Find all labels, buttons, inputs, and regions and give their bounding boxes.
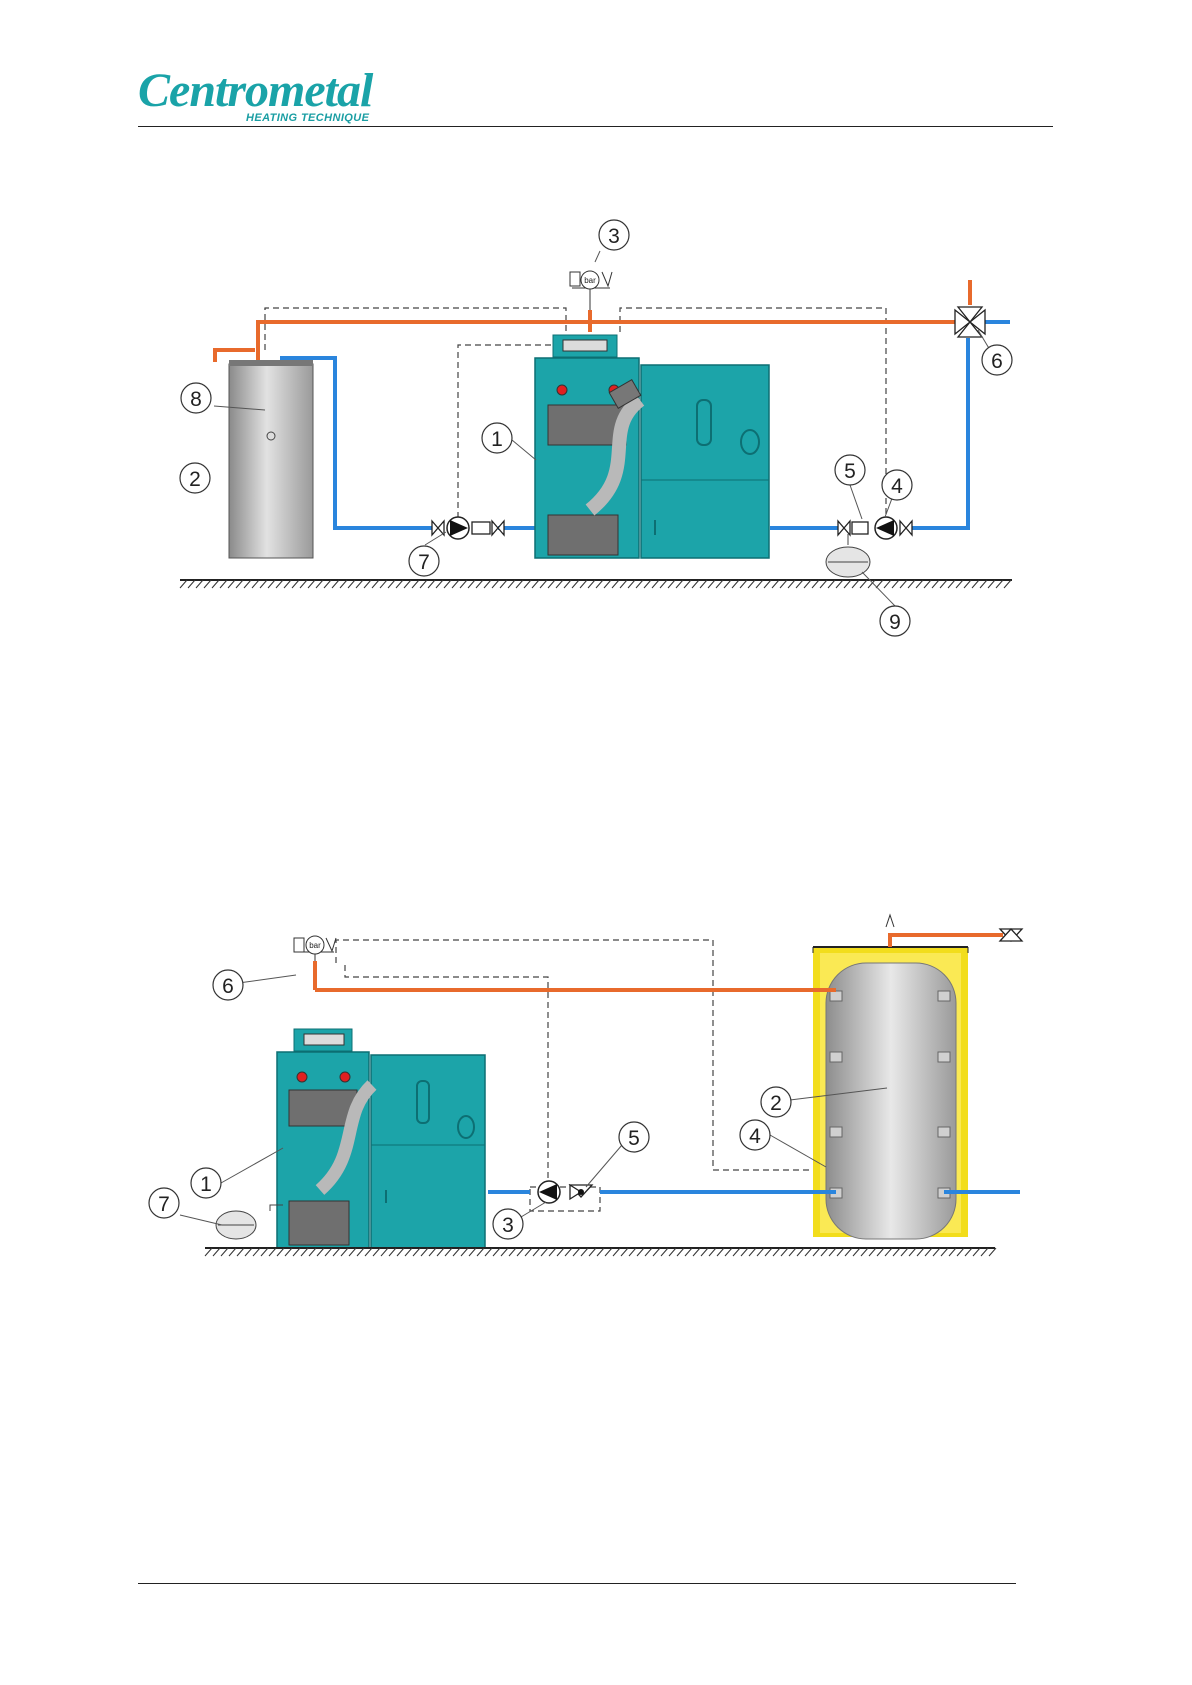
svg-text:4: 4 [749, 1125, 761, 1148]
callout-6: 6 [982, 345, 1012, 375]
diagram-boiler-with-water-heater: bar 1 2 3 4 5 6 7 8 9 [0, 210, 1192, 650]
svg-text:4: 4 [891, 475, 903, 498]
callout-1: 1 [191, 1168, 221, 1198]
svg-text:9: 9 [889, 611, 901, 634]
callout-7: 7 [409, 546, 439, 576]
svg-text:7: 7 [418, 551, 430, 574]
svg-text:8: 8 [190, 388, 202, 411]
callout-9: 9 [880, 606, 910, 636]
svg-text:5: 5 [628, 1127, 640, 1150]
svg-text:3: 3 [608, 225, 620, 248]
floor [180, 580, 1012, 588]
mixing-valve [955, 307, 985, 337]
expansion-vessel [826, 534, 870, 577]
water-heater-tank [229, 360, 313, 558]
svg-text:6: 6 [991, 350, 1003, 373]
footer-divider [138, 1583, 1016, 1584]
air-vent-and-valve [886, 915, 1022, 941]
callout-8: 8 [181, 383, 211, 413]
header-divider [138, 126, 1053, 127]
svg-text:1: 1 [491, 428, 503, 451]
callout-3: 3 [599, 220, 629, 250]
callout-6: 6 [213, 970, 243, 1000]
pressure-gauge-label: bar [584, 276, 596, 285]
brand-tagline: HEATING TECHNIQUE [246, 112, 369, 124]
pellet-boiler [277, 1029, 485, 1248]
safety-group: bar [570, 271, 612, 310]
centrometal-logo: Centrometal HEATING TECHNIQUE [138, 66, 398, 128]
callout-5: 5 [619, 1122, 649, 1152]
callout-3: 3 [493, 1209, 523, 1239]
callout-7: 7 [149, 1188, 179, 1218]
pump-and-valve-group [538, 1181, 592, 1203]
callout-1: 1 [482, 423, 512, 453]
callout-5: 5 [835, 455, 865, 485]
safety-group: bar [294, 936, 336, 961]
boiler-pump-group [432, 517, 504, 539]
svg-text:6: 6 [222, 975, 234, 998]
pressure-gauge-label: bar [309, 941, 321, 950]
svg-text:2: 2 [189, 468, 201, 491]
callout-4: 4 [882, 470, 912, 500]
diagram-boiler-with-buffer-tank: bar 1 2 3 4 5 6 7 [0, 905, 1192, 1275]
floor [205, 1248, 996, 1256]
heating-pump-group [838, 517, 912, 539]
svg-text:2: 2 [770, 1092, 782, 1115]
callout-4: 4 [740, 1120, 770, 1150]
callout-2: 2 [761, 1087, 791, 1117]
svg-text:3: 3 [502, 1214, 514, 1237]
pellet-boiler [535, 335, 769, 558]
buffer-tank [813, 947, 968, 1239]
callout-2: 2 [180, 463, 210, 493]
svg-text:5: 5 [844, 460, 856, 483]
svg-text:1: 1 [200, 1173, 212, 1196]
svg-text:7: 7 [158, 1193, 170, 1216]
brand-wordmark: Centrometal [138, 66, 372, 116]
expansion-vessel [216, 1205, 283, 1239]
